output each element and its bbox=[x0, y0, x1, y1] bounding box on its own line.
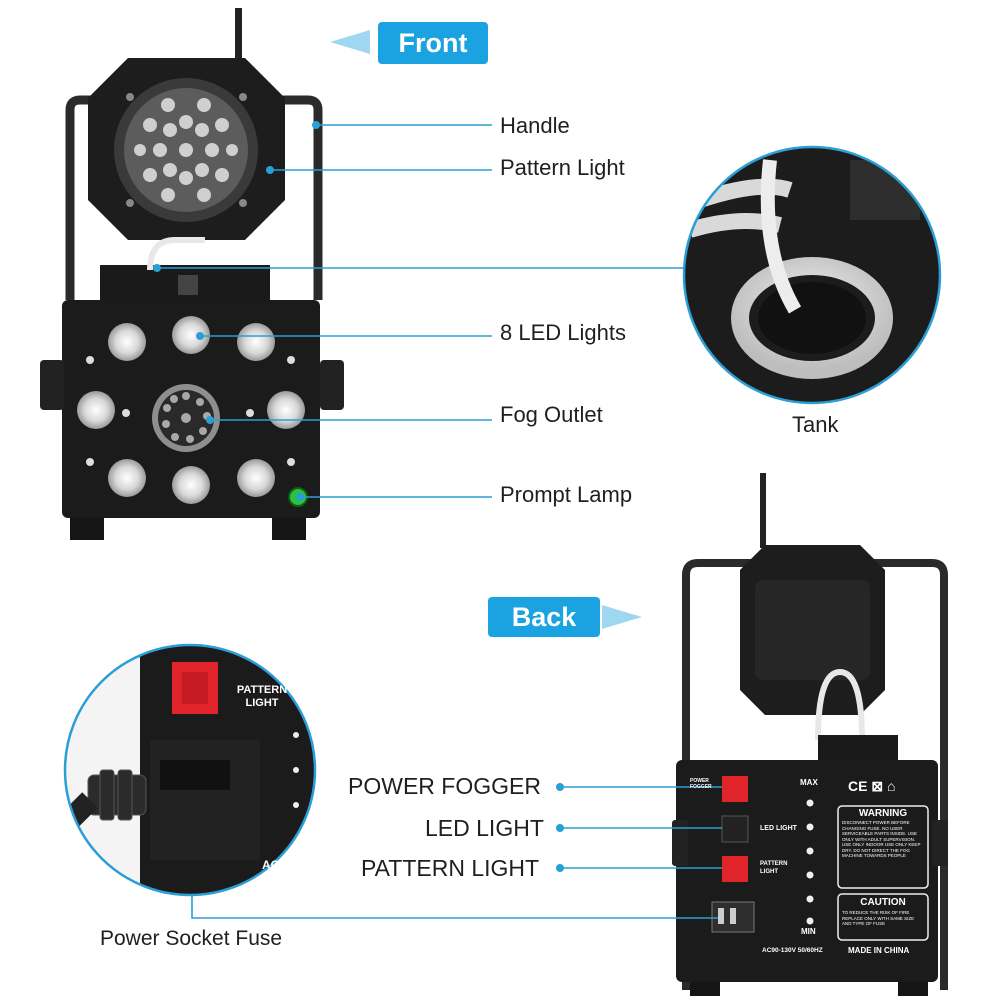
front-machine bbox=[40, 8, 344, 540]
panel-cert-marks: CE ⊠ ⌂ bbox=[848, 778, 896, 794]
zoom-ac-text: AC bbox=[262, 858, 280, 872]
front-callout-lines bbox=[157, 124, 688, 498]
panel-min-text: MIN bbox=[801, 927, 816, 936]
panel-voltage-text: AC90-130V 50/60HZ bbox=[762, 947, 823, 954]
zoom-pattern-light-text: PATTERN LIGHT bbox=[236, 684, 288, 709]
panel-warning-title: WARNING bbox=[858, 808, 908, 819]
tank-zoom bbox=[682, 145, 942, 405]
fog-outlet bbox=[152, 384, 220, 452]
power-plug-zoom bbox=[63, 643, 317, 897]
led-lights-group bbox=[77, 316, 305, 504]
pattern-light-switch-shape bbox=[722, 856, 748, 882]
panel-caution-title: CAUTION bbox=[860, 897, 906, 908]
front-badge: Front bbox=[378, 22, 488, 64]
label-handle: Handle bbox=[500, 113, 570, 138]
label-pattern-light: Pattern Light bbox=[500, 155, 625, 180]
panel-pattern-light-text: PATTERN LIGHT bbox=[760, 861, 788, 875]
power-fogger-switch-shape bbox=[722, 776, 748, 802]
back-badge: Back bbox=[488, 597, 600, 637]
label-tank: Tank bbox=[792, 412, 839, 437]
label-led-lights: 8 LED Lights bbox=[500, 320, 626, 345]
panel-warning-text: DISCONNECT POWER BEFORE CHANGING FUSE. N… bbox=[842, 820, 921, 858]
panel-led-light-text: LED LIGHT bbox=[760, 825, 797, 832]
panel-power-fogger-text: POWER FOGGER bbox=[690, 778, 712, 790]
label-prompt-lamp: Prompt Lamp bbox=[500, 482, 633, 507]
label-pattern-light-back: PATTERN LIGHT bbox=[361, 855, 540, 881]
pattern-light-lens-grid bbox=[134, 98, 238, 202]
label-power-socket-fuse: Power Socket Fuse bbox=[100, 927, 283, 950]
label-power-fogger: POWER FOGGER bbox=[348, 773, 541, 799]
label-fog-outlet: Fog Outlet bbox=[500, 402, 603, 427]
led-light-switch-shape bbox=[721, 815, 749, 843]
back-machine bbox=[672, 473, 948, 996]
back-arrow-icon bbox=[602, 605, 642, 629]
front-arrow-icon bbox=[330, 30, 370, 54]
panel-made-in-text: MADE IN CHINA bbox=[848, 946, 910, 955]
panel-caution-text: TO REDUCE THE RISK OF FIRE REPLACE ONLY … bbox=[842, 910, 915, 926]
label-led-light: LED LIGHT bbox=[425, 815, 544, 841]
panel-max-text: MAX bbox=[800, 778, 818, 787]
